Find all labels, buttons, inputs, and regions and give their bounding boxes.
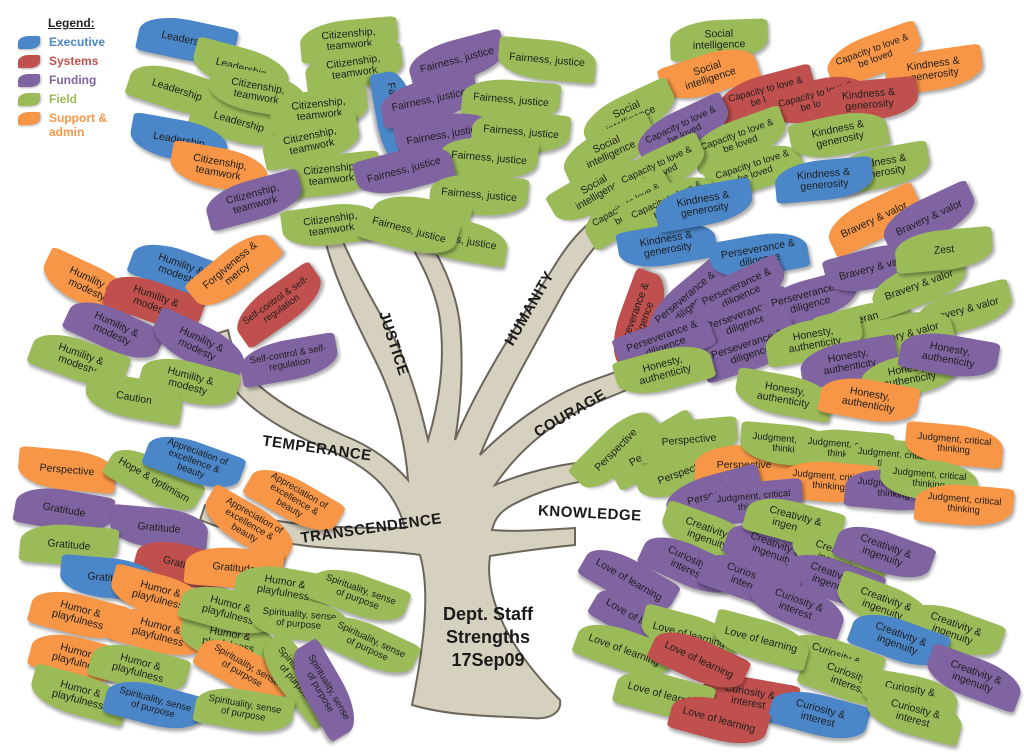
legend-label-support-admin: Support & admin xyxy=(49,111,107,139)
legend-item-systems: Systems xyxy=(18,54,119,73)
tree-shape xyxy=(198,213,654,720)
leaf: Fairness, justice xyxy=(496,35,598,85)
legend: Legend: Executive Systems Funding Field … xyxy=(18,16,119,147)
diagram-title: Dept. Staff Strengths 17Sep09 xyxy=(443,604,533,670)
legend-label-field: Field xyxy=(49,92,78,106)
legend-swatch-systems xyxy=(18,55,40,68)
legend-swatch-executive xyxy=(18,36,40,49)
legend-item-field: Field xyxy=(18,92,119,111)
legend-swatch-funding xyxy=(18,74,40,87)
legend-swatch-field xyxy=(18,93,40,106)
legend-label-funding: Funding xyxy=(49,73,97,87)
leaf: Judgment, critical thinking xyxy=(913,480,1015,530)
legend-item-funding: Funding xyxy=(18,73,119,92)
legend-title: Legend: xyxy=(48,16,95,30)
legend-label-systems: Systems xyxy=(49,54,99,68)
legend-swatch-support-admin xyxy=(18,112,40,125)
legend-label-executive: Executive xyxy=(49,35,106,49)
legend-item-support-admin: Support & admin xyxy=(18,111,119,147)
legend-item-executive: Executive xyxy=(18,35,119,54)
